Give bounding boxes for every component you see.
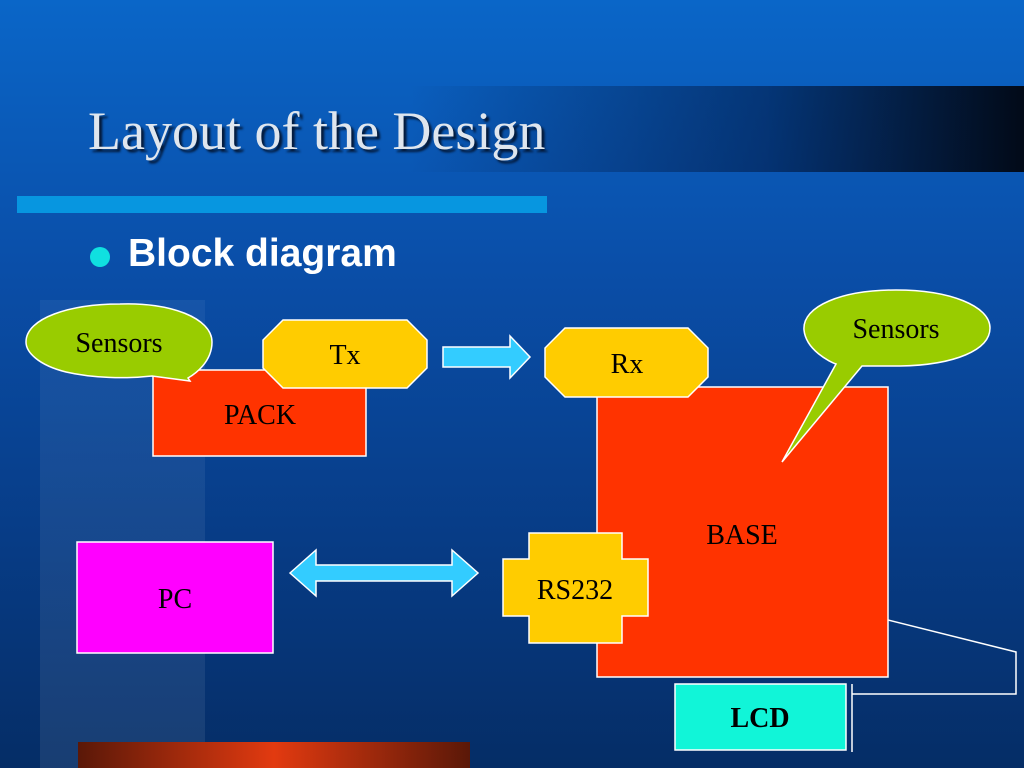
- base-lcd-connector: [851, 619, 1017, 752]
- rs232-block: RS232: [502, 532, 649, 644]
- sensors-callout-right: Sensors: [781, 289, 991, 463]
- rx-block: Rx: [544, 327, 709, 398]
- pc-rs232-arrow: [288, 548, 480, 598]
- rs232-label: RS232: [537, 575, 613, 606]
- title-underline: [17, 196, 547, 213]
- tx-block: Tx: [262, 319, 428, 389]
- sensors-left-label: Sensors: [75, 328, 162, 359]
- pack-label: PACK: [224, 400, 296, 431]
- tx-rx-arrow: [442, 334, 532, 380]
- title-band: [0, 86, 1024, 172]
- sensors-callout-left: Sensors: [25, 303, 213, 382]
- pc-block: PC: [76, 541, 274, 654]
- rx-label: Rx: [611, 349, 644, 380]
- bullet-text: Block diagram: [128, 232, 397, 275]
- pc-label: PC: [158, 584, 192, 615]
- bullet-icon: [90, 247, 110, 267]
- slide-title: Layout of the Design: [88, 101, 546, 161]
- sensors-right-label: Sensors: [852, 314, 939, 345]
- base-block: BASE: [596, 386, 889, 678]
- bottom-accent-bar: [78, 742, 470, 768]
- lcd-label: LCD: [730, 703, 789, 734]
- lcd-block: LCD: [674, 683, 847, 751]
- tx-label: Tx: [329, 340, 360, 371]
- base-label: BASE: [706, 520, 778, 551]
